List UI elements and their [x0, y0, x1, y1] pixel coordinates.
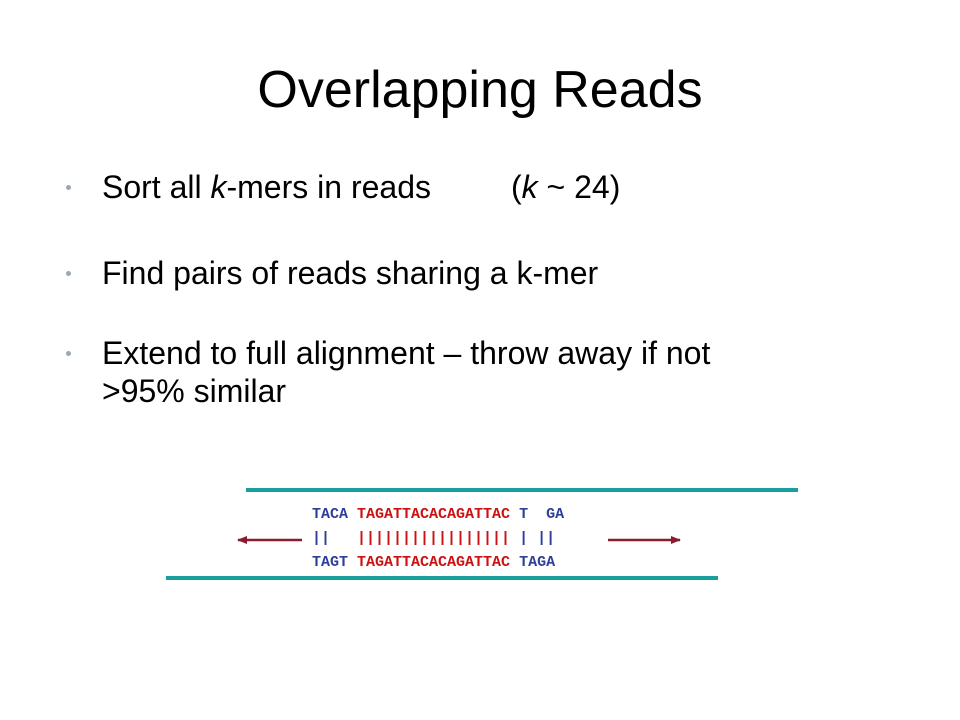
- bullet-text-paren: (: [510, 169, 522, 205]
- bullet-find-pairs: Find pairs of reads sharing a k-mer: [64, 254, 924, 292]
- bullet-extend-alignment: Extend to full alignment – throw away if…: [64, 334, 924, 410]
- bullet-text-line1: Extend to full alignment – throw away if…: [102, 335, 711, 371]
- bullet-text-k: k: [210, 169, 227, 205]
- read-sequence-top: TACA TAGATTACACAGATTAC T GA: [312, 506, 565, 523]
- bullet-sort-kmers: Sort all k-mers in reads(k ~ 24): [64, 168, 924, 206]
- bullet-dot: [66, 271, 71, 276]
- read-sequence-bottom: TAGT TAGATTACACAGATTAC TAGA: [312, 554, 556, 571]
- bullet-dot: [66, 351, 71, 356]
- bullet-dot: [66, 185, 71, 190]
- bullet-text-mid: -mers in reads: [226, 169, 431, 205]
- bullet-text-post: ~ 24): [537, 169, 621, 205]
- slide-title: Overlapping Reads: [257, 61, 703, 119]
- bullet-list: Sort all k-mers in reads(k ~ 24) Find pa…: [64, 168, 924, 458]
- bullet-text-k2: k: [521, 169, 538, 205]
- match-line: || ||||||||||||||||| | ||: [312, 530, 556, 547]
- bullet-text: Find pairs of reads sharing a k-mer: [102, 255, 599, 291]
- bullet-text-line2: >95% similar: [102, 373, 287, 409]
- bullet-text-pre: Sort all: [102, 169, 211, 205]
